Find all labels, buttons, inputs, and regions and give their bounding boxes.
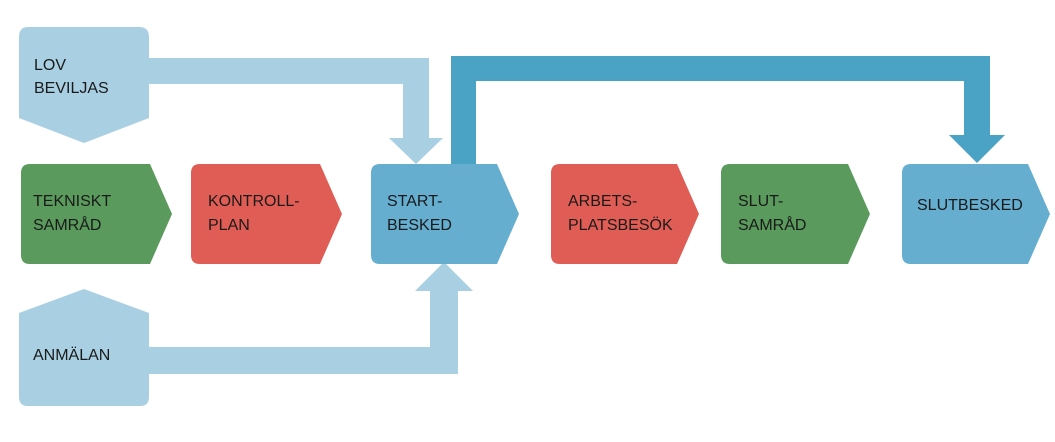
node-arbetsplatsbesok: ARBETS- PLATSBESÖK [551, 164, 699, 264]
arrow-startbesked-to-slutbesked [451, 56, 1005, 170]
node-label: BEVILJAS [34, 80, 109, 97]
node-label: SLUTBESKED [917, 197, 1023, 214]
node-label: SAMRÅD [33, 215, 101, 234]
node-tekniskt-samrad: TEKNISKT SAMRÅD [21, 164, 172, 264]
node-label: START- [387, 193, 442, 210]
node-label: SAMRÅD [738, 215, 806, 234]
arrow-lov-to-startbesked [130, 58, 443, 164]
node-label: BESKED [387, 217, 452, 234]
arrow-anmalan-to-startbesked [130, 262, 473, 374]
node-label: ANMÄLAN [33, 346, 110, 364]
node-label: KONTROLL- [208, 193, 300, 210]
node-kontrollplan: KONTROLL- PLAN [191, 164, 342, 264]
node-label: ARBETS- [568, 193, 637, 210]
node-lov-beviljas: LOV BEVILJAS [19, 27, 149, 143]
node-startbesked: START- BESKED [371, 164, 519, 264]
node-slutbesked: SLUTBESKED [902, 164, 1050, 264]
node-label: LOV [34, 57, 66, 74]
node-label: PLATSBESÖK [568, 216, 673, 234]
node-label: TEKNISKT [33, 193, 111, 210]
node-slutsamrad: SLUT- SAMRÅD [721, 164, 870, 264]
node-label: SLUT- [738, 193, 783, 210]
node-anmalan: ANMÄLAN [19, 289, 149, 406]
node-label: PLAN [208, 217, 250, 234]
